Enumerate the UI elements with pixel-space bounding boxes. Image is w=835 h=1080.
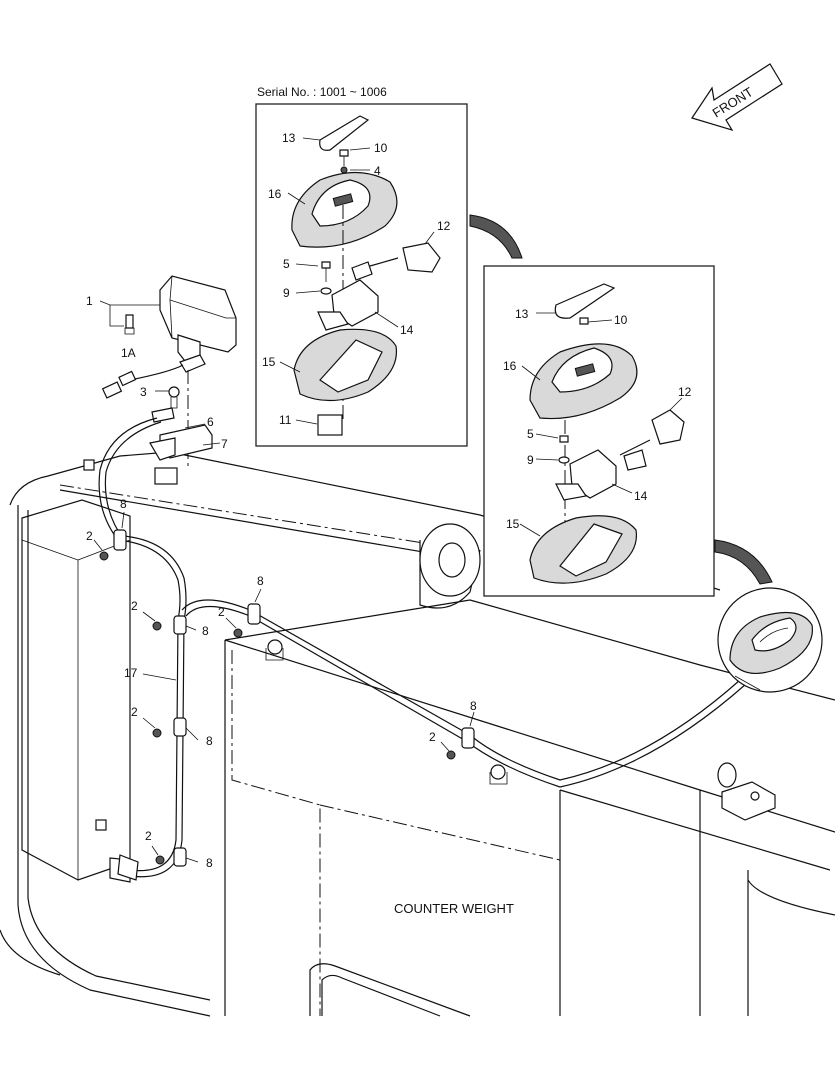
callout-5: 5 <box>283 257 290 271</box>
work-lamp-assembly <box>99 275 237 485</box>
callout-1: 1 <box>86 294 93 308</box>
callout-8: 8 <box>202 624 209 638</box>
callout-14: 14 <box>634 489 648 503</box>
callout-9: 9 <box>283 286 290 300</box>
callout-16: 16 <box>503 359 517 373</box>
arrow-icon <box>714 539 773 585</box>
lamp-exploded-view-1 <box>279 115 441 436</box>
callout-9: 9 <box>527 453 534 467</box>
callout-2: 2 <box>131 705 138 719</box>
callout-13: 13 <box>515 307 529 321</box>
callout-2: 2 <box>145 829 152 843</box>
callout-5: 5 <box>527 427 534 441</box>
serial-number-label: Serial No. : 1001 ~ 1006 <box>257 85 387 99</box>
callout-2: 2 <box>429 730 436 744</box>
arrow-icon <box>469 214 523 259</box>
callout-1a: 1A <box>121 346 136 360</box>
front-arrow-icon: FRONT <box>691 63 783 132</box>
callout-3: 3 <box>140 385 147 399</box>
callout-12: 12 <box>437 219 451 233</box>
bolt-icon <box>99 551 456 865</box>
callout-15: 15 <box>506 517 520 531</box>
callout-13: 13 <box>282 131 296 145</box>
callout-8: 8 <box>257 574 264 588</box>
callout-2: 2 <box>131 599 138 613</box>
callout-7: 7 <box>221 437 228 451</box>
callout-6: 6 <box>207 415 214 429</box>
callout-17: 17 <box>124 666 138 680</box>
callout-8: 8 <box>206 856 213 870</box>
callout-8: 8 <box>206 734 213 748</box>
lamp-detail-circle <box>717 587 823 693</box>
callout-12: 12 <box>678 385 692 399</box>
wire-harness <box>93 417 747 883</box>
callout-8: 8 <box>470 699 477 713</box>
lamp-exploded-view-2 <box>519 283 685 584</box>
callout-16: 16 <box>268 187 282 201</box>
callout-15: 15 <box>262 355 276 369</box>
callout-8: 8 <box>120 497 127 511</box>
callout-14: 14 <box>400 323 414 337</box>
callout-2: 2 <box>86 529 93 543</box>
counter-weight-label: COUNTER WEIGHT <box>394 901 514 916</box>
machine-body <box>0 451 835 1017</box>
callout-2: 2 <box>218 605 225 619</box>
callout-4: 4 <box>374 164 381 178</box>
callout-11: 11 <box>279 413 292 427</box>
callout-10: 10 <box>614 313 628 327</box>
callout-10: 10 <box>374 141 388 155</box>
clamp-icon <box>113 529 475 867</box>
